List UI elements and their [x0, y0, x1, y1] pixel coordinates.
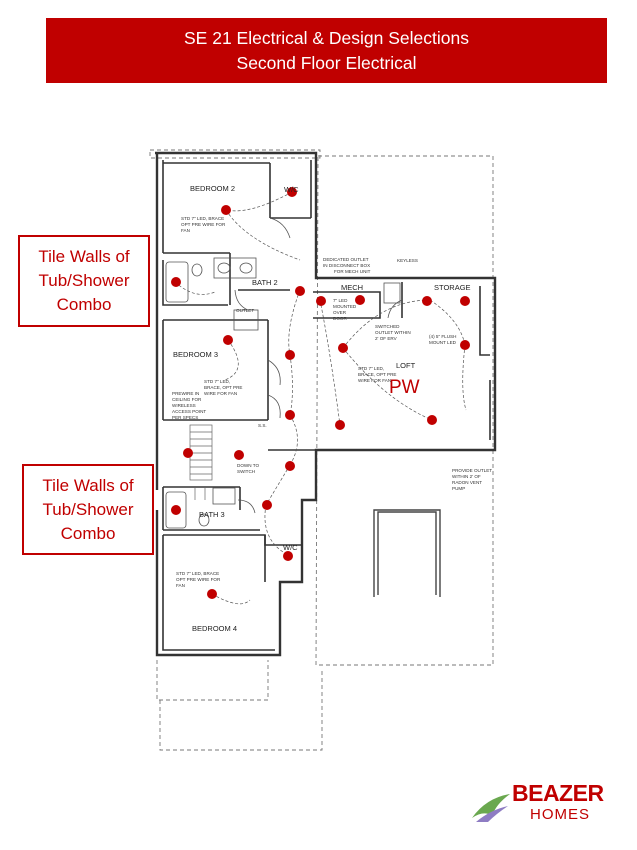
- garage-door: [373, 509, 441, 597]
- logo-text-top: BEAZER: [512, 780, 604, 806]
- tile-walls-callout-upper: Tile Walls of Tub/Shower Combo: [18, 235, 150, 327]
- note-line: PREWIRE IN: [172, 391, 199, 396]
- note-line: WIRELESS: [172, 403, 196, 408]
- callout-line: Combo: [56, 295, 112, 314]
- note-line: PROVIDE OUTLET: [452, 468, 492, 473]
- tile-walls-callout-lower: Tile Walls of Tub/Shower Combo: [22, 464, 154, 555]
- fixture: [285, 461, 295, 471]
- note-line: WIRE FOR FAN: [204, 391, 237, 396]
- note-line: DEDICATED OUTLET: [323, 257, 369, 262]
- room-label-bath-2: BATH 2: [252, 278, 278, 287]
- callout-line: Tub/Shower: [42, 499, 134, 519]
- fixture: [316, 296, 326, 306]
- note-line: BRACE, OPT PRE: [358, 372, 396, 377]
- fixture: [207, 589, 217, 599]
- fixture: [335, 420, 345, 430]
- note-keyless: KEYLESS: [397, 258, 418, 263]
- note-line: MOUNTED: [333, 304, 357, 309]
- note-line: SWITCH: [237, 469, 255, 474]
- callout-line: Combo: [60, 523, 116, 543]
- note-line: DOWN TO: [237, 463, 259, 468]
- note-line: WITHIN 2' OF: [452, 474, 481, 479]
- fixture: [427, 415, 437, 425]
- fixture: [460, 296, 470, 306]
- room-label-storage: STORAGE: [434, 283, 471, 292]
- fixture: [287, 187, 297, 197]
- note-line: BRACE, OPT PRE: [204, 385, 242, 390]
- wiring: [174, 191, 467, 605]
- room-label-mech: MECH: [341, 283, 363, 292]
- room-label-bedroom-4: BEDROOM 4: [192, 624, 237, 633]
- note-line: FAN: [176, 583, 185, 588]
- note-line: 7" LED: [333, 298, 348, 303]
- note-line: OPT PRE WIRE FOR: [181, 222, 226, 227]
- pw-label: PW: [389, 377, 420, 398]
- room-labels: BEDROOM 2 W/C BATH 2 MECH STORAGE BEDROO…: [173, 184, 471, 633]
- fixture: [262, 500, 272, 510]
- fixture: [234, 450, 244, 460]
- note-line: STD 7" LED, BRACE: [176, 571, 219, 576]
- title-banner: SE 21 Electrical & Design Selections Sec…: [46, 18, 607, 83]
- callout-line: Tile Walls of: [42, 475, 134, 495]
- note-line: 2' OF ERV: [375, 336, 398, 341]
- note-line: FAN: [181, 228, 190, 233]
- room-label-wic-top: W/C: [284, 185, 299, 194]
- walls: [155, 151, 497, 657]
- interior-walls: [162, 160, 491, 651]
- note-line: PUMP: [452, 486, 465, 491]
- fixture: [285, 350, 295, 360]
- fixture: [183, 448, 193, 458]
- note-line: FOR MECH UNIT: [334, 269, 371, 274]
- electrical-notes: STD 7" LED, BRACE OPT PRE WIRE FOR FAN D…: [172, 216, 492, 588]
- fixture: [355, 295, 365, 305]
- note-line: OVER: [333, 310, 347, 315]
- note-line: IN DISCONNECT BOX: [323, 263, 370, 268]
- light-fixtures: [171, 187, 470, 599]
- note-line: STD 7" LED,: [204, 379, 230, 384]
- note-line: OUTLET WITHIN: [375, 330, 411, 335]
- callout-line: Tile Walls of: [38, 247, 130, 266]
- callout-line: Tub/Shower: [38, 271, 130, 290]
- room-label-loft: LOFT: [396, 361, 416, 370]
- leaf-icon: [472, 794, 510, 822]
- fixture: [460, 340, 470, 350]
- fixture: [223, 335, 233, 345]
- note-line: SWITCHED: [375, 324, 400, 329]
- note-line: OPT PRE WIRE FOR: [176, 577, 221, 582]
- note-line: RADON VENT: [452, 480, 482, 485]
- fixture: [285, 410, 295, 420]
- note-line: STD 7" LED,: [358, 366, 384, 371]
- beazer-logo: BEAZER HOMES: [470, 780, 610, 828]
- logo-text-bottom: HOMES: [530, 806, 591, 823]
- note-line: ACCESS POINT: [172, 409, 206, 414]
- stairs: [189, 424, 213, 500]
- note-line: MOUNT LED: [429, 340, 457, 345]
- note-line: (4) 5" FLUSH: [429, 334, 456, 339]
- note-line: WIRE FOR FAN: [358, 378, 391, 383]
- note-outlet: OUTLET: [236, 308, 254, 313]
- title-line-1: SE 21 Electrical & Design Selections: [184, 27, 469, 48]
- fixture: [221, 205, 231, 215]
- room-label-bath-3: BATH 3: [199, 510, 225, 519]
- fixture: [171, 277, 181, 287]
- room-label-bedroom-3: BEDROOM 3: [173, 350, 218, 359]
- note-ss: S.S.: [258, 423, 267, 428]
- fixture: [338, 343, 348, 353]
- note-line: PER SPECS: [172, 415, 198, 420]
- room-label-wic-bottom: W/C: [283, 543, 298, 552]
- fixture: [283, 551, 293, 561]
- fixture: [422, 296, 432, 306]
- room-label-bedroom-2: BEDROOM 2: [190, 184, 235, 193]
- fixture: [295, 286, 305, 296]
- note-line: DOOR: [333, 316, 347, 321]
- fixture: [171, 505, 181, 515]
- note-line: CEILING FOR: [172, 397, 202, 402]
- bath-fixtures: [165, 257, 401, 529]
- title-line-2: Second Floor Electrical: [236, 52, 417, 73]
- note-line: STD 7" LED, BRACE: [181, 216, 224, 221]
